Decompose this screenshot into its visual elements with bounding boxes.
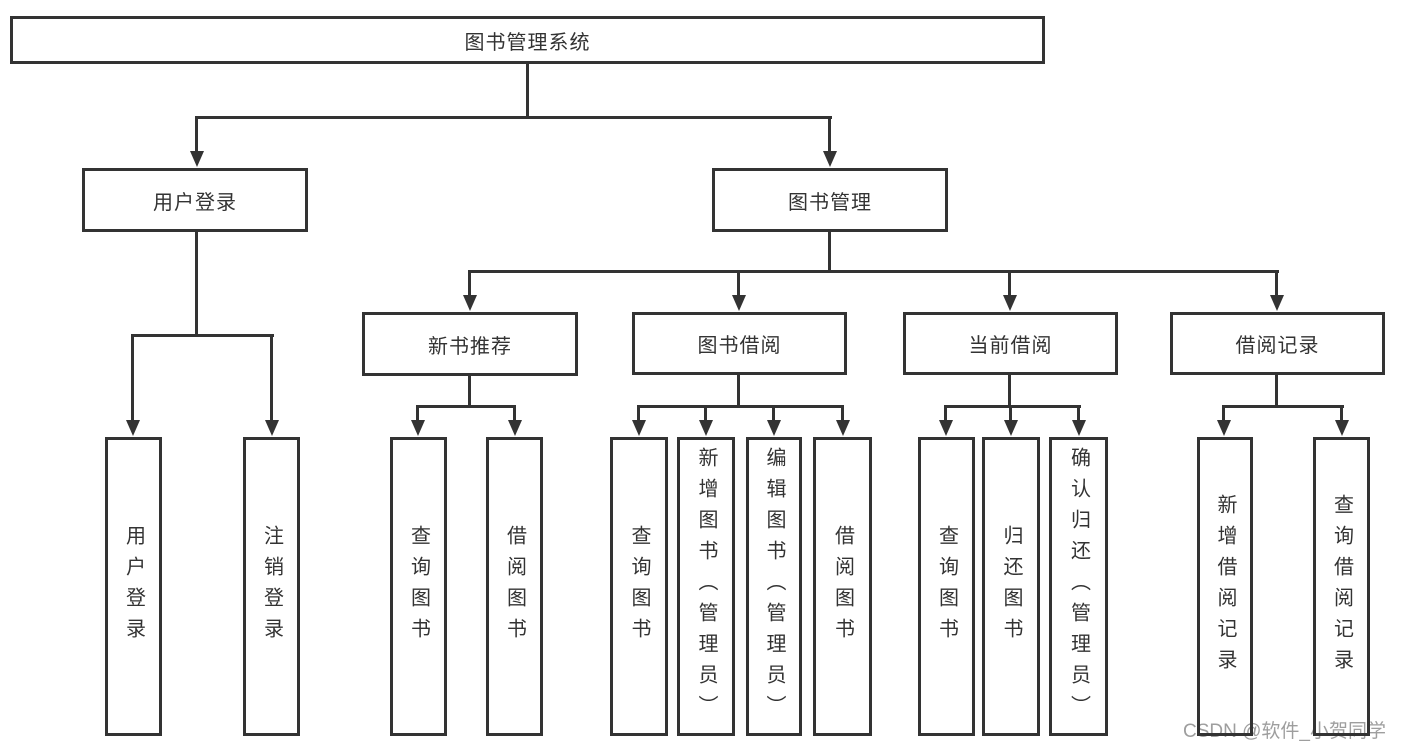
arrow-down-icon [699, 420, 713, 436]
leaf-label: 新增借阅记录 [1214, 493, 1236, 680]
connector-line [1009, 405, 1012, 422]
connector-line [1222, 405, 1344, 408]
arrow-down-icon [767, 420, 781, 436]
connector-line [828, 116, 831, 153]
leaf-label: 借阅图书 [831, 524, 854, 649]
connector-line [526, 64, 529, 118]
leaf-return-books: 归还图书 [982, 437, 1040, 736]
arrow-down-icon [732, 295, 746, 311]
connector-line [468, 270, 471, 297]
connector-line [195, 116, 832, 119]
leaf-label: 新增图书（管理员） [695, 447, 717, 726]
leaf-confirm-return-admin: 确认归还（管理员） [1049, 437, 1108, 736]
connector-line [637, 405, 640, 422]
arrow-down-icon [126, 420, 140, 436]
leaf-borrow-books-recommend: 借阅图书 [486, 437, 543, 736]
arrow-down-icon [1004, 420, 1018, 436]
leaf-add-borrow-record: 新增借阅记录 [1197, 437, 1253, 736]
connector-line [1275, 270, 1278, 297]
arrow-down-icon [939, 420, 953, 436]
arrow-down-icon [508, 420, 522, 436]
arrow-down-icon [836, 420, 850, 436]
arrow-down-icon [190, 151, 204, 167]
leaf-user-login: 用户登录 [105, 437, 162, 736]
leaf-borrow-books: 借阅图书 [813, 437, 872, 736]
arrow-down-icon [823, 151, 837, 167]
connector-line [468, 270, 1279, 273]
arrow-down-icon [1270, 295, 1284, 311]
branch-book-borrowing: 图书借阅 [632, 312, 847, 375]
connector-line [1008, 375, 1011, 407]
connector-line [737, 375, 740, 407]
connector-line [944, 405, 947, 422]
arrow-down-icon [463, 295, 477, 311]
branch-user-login: 用户登录 [82, 168, 308, 232]
leaf-edit-books-admin: 编辑图书（管理员） [746, 437, 802, 736]
arrow-down-icon [1335, 420, 1349, 436]
leaf-label: 查询借阅记录 [1330, 493, 1353, 680]
arrow-down-icon [411, 420, 425, 436]
connector-line [772, 405, 775, 422]
connector-line [944, 405, 1081, 408]
leaf-label: 借阅图书 [503, 524, 526, 649]
arrow-down-icon [1003, 295, 1017, 311]
leaf-label: 确认归还（管理员） [1067, 447, 1090, 726]
connector-line [1008, 270, 1011, 297]
leaf-label: 查询图书 [628, 524, 650, 649]
leaf-add-books-admin: 新增图书（管理员） [677, 437, 735, 736]
connector-line [416, 405, 516, 408]
leaf-label: 编辑图书（管理员） [763, 447, 785, 726]
connector-line [1275, 375, 1278, 407]
connector-line [1222, 405, 1225, 422]
connector-line [737, 270, 740, 297]
watermark: CSDN @软件_小贺同学 [1183, 721, 1386, 742]
connector-line [704, 405, 707, 422]
leaf-logout: 注销登录 [243, 437, 300, 736]
branch-book-management: 图书管理 [712, 168, 948, 232]
branch-borrowing-records: 借阅记录 [1170, 312, 1385, 375]
arrow-down-icon [1217, 420, 1231, 436]
leaf-query-books-recommend: 查询图书 [390, 437, 447, 736]
branch-current-borrowing: 当前借阅 [903, 312, 1118, 375]
connector-line [195, 232, 198, 337]
leaf-label: 查询图书 [407, 524, 430, 649]
arrow-down-icon [265, 420, 279, 436]
connector-line [1077, 405, 1080, 422]
connector-line [841, 405, 844, 422]
branch-new-book-recommendation: 新书推荐 [362, 312, 578, 376]
leaf-query-borrow-record: 查询借阅记录 [1313, 437, 1370, 736]
root-node-library-management-system: 图书管理系统 [10, 16, 1045, 64]
leaf-query-books-current: 查询图书 [918, 437, 975, 736]
arrow-down-icon [632, 420, 646, 436]
leaf-label: 注销登录 [260, 524, 283, 649]
connector-line [828, 232, 831, 273]
connector-line [637, 405, 844, 408]
leaf-label: 查询图书 [935, 524, 958, 649]
connector-line [131, 334, 274, 337]
connector-line [468, 376, 471, 407]
connector-line [513, 405, 516, 422]
leaf-query-books-borrowing: 查询图书 [610, 437, 668, 736]
leaf-label: 归还图书 [1000, 524, 1022, 649]
connector-line [270, 334, 273, 422]
leaf-label: 用户登录 [122, 524, 145, 649]
connector-line [416, 405, 419, 422]
connector-line [195, 116, 198, 153]
connector-line [131, 334, 134, 422]
arrow-down-icon [1072, 420, 1086, 436]
connector-line [1340, 405, 1343, 422]
